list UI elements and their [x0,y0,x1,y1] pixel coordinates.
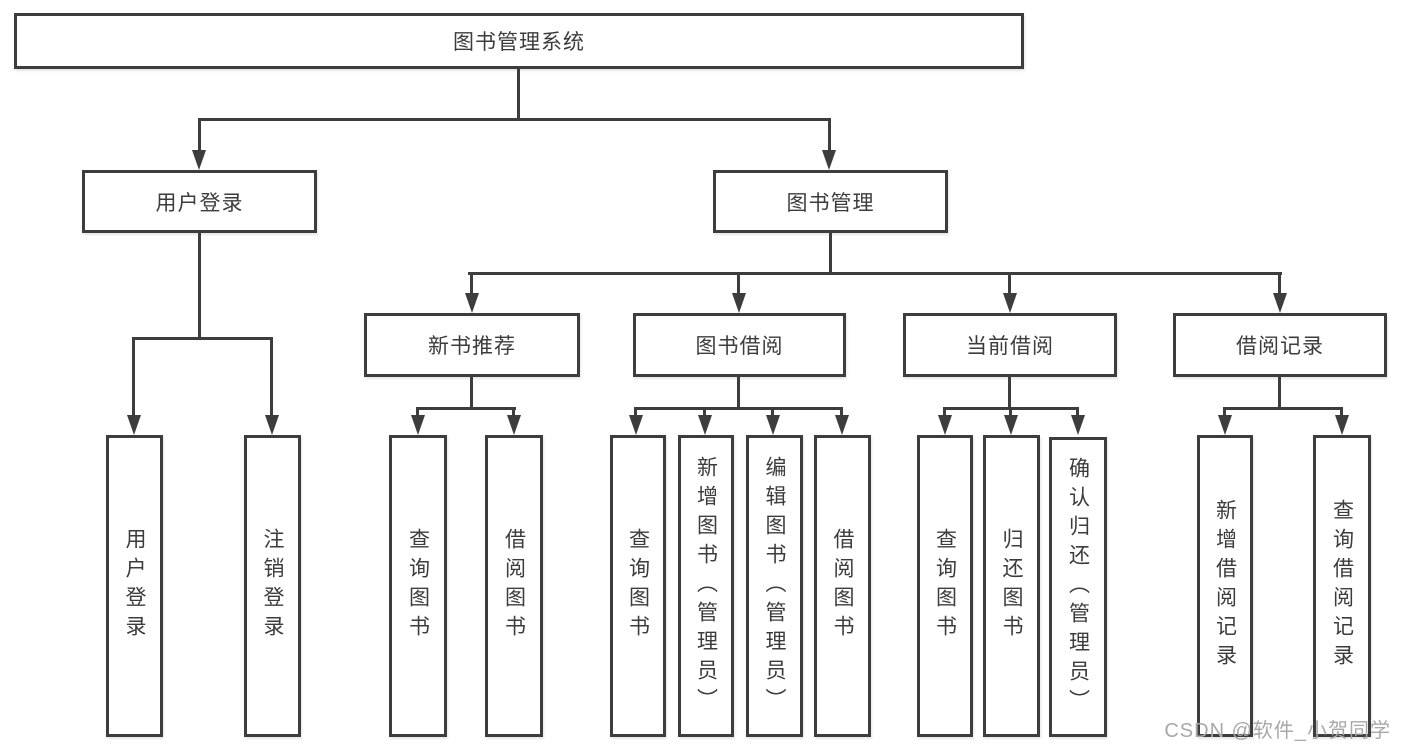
connector-user-login-bus [132,337,273,340]
leaf-br-query-record-label: 查询借阅记录 [1330,499,1354,673]
node-root-label: 图书管理系统 [453,31,585,54]
arrowhead-br-add-icon [1218,415,1232,435]
leaf-nb-borrow-books: 借阅图书 [485,435,543,737]
leaf-user-login: 用户登录 [106,435,163,737]
leaf-bb-query-books-label: 查询图书 [626,528,650,644]
leaf-nb-query-books-label: 查询图书 [406,528,430,644]
connector-borrow-records-bus [1223,407,1343,410]
connector-drop-nb-query [416,407,419,417]
connector-drop-book-borrow [737,272,740,295]
connector-drop-br-query [1340,407,1343,417]
node-borrow-records: 借阅记录 [1173,313,1387,377]
node-book-borrow: 图书借阅 [633,313,846,377]
connector-drop-cb-query [943,407,946,417]
leaf-logout: 注销登录 [244,435,301,737]
arrowhead-book-mgmt-icon [822,150,836,170]
node-new-book-rec-label: 新书推荐 [428,335,516,358]
leaf-cb-return-books-label: 归还图书 [1000,528,1023,644]
connector-drop-br-add [1223,407,1226,417]
arrowhead-cb-return-icon [1004,415,1018,435]
connector-book-mgmt-stem [829,233,832,275]
arrowhead-bb-add-icon [698,415,712,435]
node-current-borrow-label: 当前借阅 [966,335,1054,358]
connector-drop-current-borrow [1008,272,1011,295]
leaf-cb-confirm-return: 确认归还（管理员） [1049,437,1107,737]
node-user-login-label: 用户登录 [155,191,244,215]
connector-drop-new-book-rec [470,272,473,295]
arrowhead-bb-borrow-icon [835,415,849,435]
connector-drop-bb-add [703,407,706,417]
node-book-borrow-label: 图书借阅 [695,335,784,358]
arrowhead-book-borrow-icon [732,293,746,313]
leaf-bb-borrow-books-label: 借阅图书 [831,528,854,644]
leaf-cb-query-books: 查询图书 [917,435,973,737]
arrowhead-user-login-icon [192,150,206,170]
arrowhead-bb-edit-icon [766,415,780,435]
node-current-borrow: 当前借阅 [903,313,1117,377]
connector-drop-cb-confirm [1076,407,1079,417]
leaf-cb-return-books: 归还图书 [983,435,1040,737]
connector-new-book-rec-bus [416,407,516,410]
connector-user-login-stem [198,233,201,337]
node-book-mgmt: 图书管理 [713,170,948,233]
leaf-cb-confirm-return-label: 确认归还（管理员） [1066,456,1090,718]
arrowhead-nb-query-icon [411,415,425,435]
connector-drop-nb-borrow [512,407,515,417]
leaf-user-login-label: 用户登录 [123,528,146,644]
arrowhead-nb-borrow-icon [507,415,521,435]
leaf-bb-borrow-books: 借阅图书 [814,435,871,737]
connector-book-borrow-bus [634,407,843,410]
leaf-br-add-record-label: 新增借阅记录 [1213,499,1237,673]
arrowhead-borrow-records-icon [1273,293,1287,313]
leaf-br-add-record: 新增借阅记录 [1197,435,1253,737]
connector-root-stem [517,69,520,118]
connector-current-borrow-stem [1008,377,1011,410]
leaf-bb-edit-books: 编辑图书（管理员） [746,435,803,737]
node-borrow-records-label: 借阅记录 [1236,335,1324,358]
arrowhead-leaf-logout-icon [265,415,279,435]
leaf-nb-borrow-books-label: 借阅图书 [502,528,526,644]
connector-book-mgmt-bus [468,272,1282,275]
connector-drop-user-login [198,118,201,152]
leaf-bb-add-books-label: 新增图书（管理员） [694,455,718,717]
arrowhead-cb-confirm-icon [1071,415,1085,435]
connector-drop-cb-return [1009,407,1012,417]
arrowhead-br-query-icon [1335,415,1349,435]
arrowhead-cb-query-icon [938,415,952,435]
arrowhead-current-borrow-icon [1003,293,1017,313]
node-root: 图书管理系统 [14,13,1024,69]
node-new-book-rec: 新书推荐 [364,313,580,377]
leaf-bb-edit-books-label: 编辑图书（管理员） [763,455,786,717]
node-user-login: 用户登录 [82,170,317,233]
csdn-watermark: CSDN @软件_小贺同学 [1164,720,1391,742]
connector-new-book-rec-stem [470,377,473,410]
connector-drop-leaf-logout [270,337,273,417]
connector-drop-bb-borrow [840,407,843,417]
connector-drop-bb-query [634,407,637,417]
leaf-bb-add-books: 新增图书（管理员） [678,435,734,737]
arrowhead-bb-query-icon [629,415,643,435]
leaf-cb-query-books-label: 查询图书 [933,528,957,644]
arrowhead-new-book-rec-icon [465,293,479,313]
leaf-nb-query-books: 查询图书 [389,435,447,737]
connector-root-bus [198,118,831,121]
connector-drop-leaf-user-login [132,337,135,417]
connector-drop-book-mgmt [828,118,831,152]
leaf-br-query-record: 查询借阅记录 [1313,435,1371,737]
node-book-mgmt-label: 图书管理 [786,191,875,215]
leaf-logout-label: 注销登录 [261,528,284,644]
arrowhead-leaf-user-login-icon [127,415,141,435]
leaf-bb-query-books: 查询图书 [610,435,666,737]
connector-book-borrow-stem [737,377,740,410]
connector-drop-borrow-records [1278,272,1281,295]
connector-drop-bb-edit [771,407,774,417]
connector-borrow-records-stem [1278,377,1281,410]
